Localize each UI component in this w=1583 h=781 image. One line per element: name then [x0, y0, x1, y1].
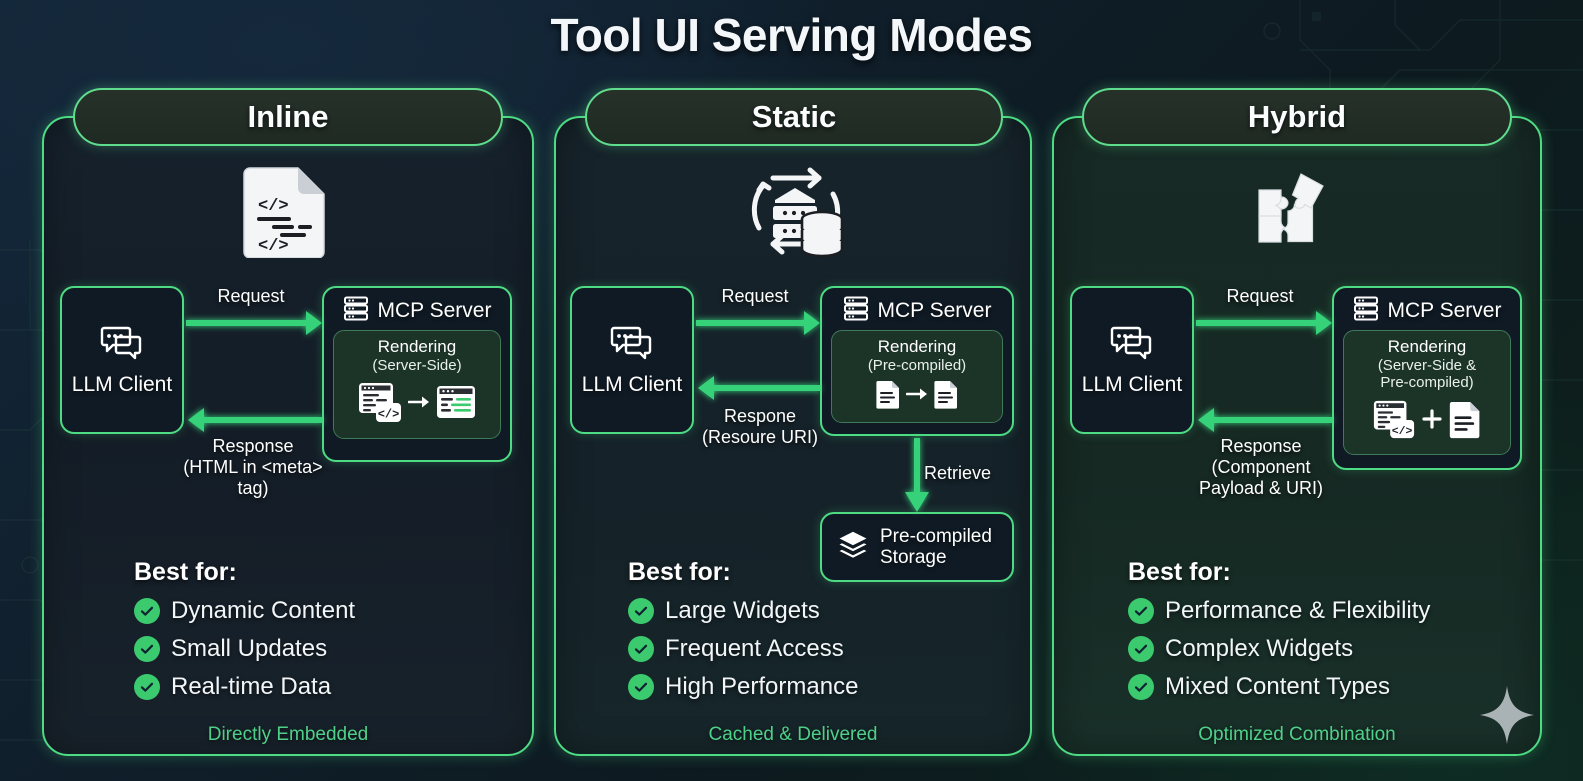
best-for-item-label: Mixed Content Types [1165, 673, 1391, 700]
llm-client-box-inline: LLM Client [60, 286, 184, 434]
llm-client-label-inline: LLM Client [71, 372, 173, 396]
mcp-server-label-static: MCP Server [877, 299, 992, 322]
rendering-subtitle-inline: (Server-Side) [372, 356, 462, 374]
panel-header-label-inline: Inline [247, 99, 329, 134]
best-for-item-label: Performance & Flexibility [1165, 597, 1431, 624]
server-rack-icon [1353, 295, 1379, 327]
list-item: Frequent Access [628, 630, 1028, 668]
document-icon [875, 379, 901, 414]
best-for-title-hybrid: Best for: [1128, 558, 1231, 586]
check-circle-icon [1128, 636, 1154, 662]
page-title: Tool UI Serving Modes [550, 9, 1033, 61]
list-item: Complex Widgets [1128, 630, 1528, 668]
browser-window-code-icon: </> [1372, 397, 1416, 446]
footnote-static: Cached & Delivered [708, 724, 878, 745]
rendering-title-static: Rendering [877, 337, 957, 356]
precompiled-storage-box: Pre-compiled Storage [820, 512, 1014, 582]
svg-text:</>: </> [258, 237, 289, 256]
document-icon [933, 379, 959, 414]
best-for-item-label: High Performance [665, 673, 859, 700]
document-icon [1448, 399, 1482, 444]
svg-text:</>: </> [258, 197, 289, 216]
server-database-sync-icon [740, 158, 850, 262]
arrow-label-response-hybrid: Response (Component Payload & URI) [1198, 436, 1324, 499]
precompiled-storage-label: Pre-compiled Storage [880, 525, 992, 568]
best-for-item-label: Large Widgets [665, 597, 820, 624]
code-document-icon: </> </> [232, 158, 342, 262]
best-for-item-label: Frequent Access [665, 635, 844, 662]
best-for-title-inline: Best for: [134, 558, 237, 586]
server-rack-icon [843, 295, 869, 327]
mcp-server-label-hybrid: MCP Server [1387, 299, 1502, 322]
panel-header-inline[interactable]: Inline [73, 88, 503, 146]
arrow-label-response-inline: Response (HTML in <meta> tag) [183, 436, 323, 499]
check-circle-icon [1128, 598, 1154, 624]
arrow-label-retrieve-static: Retrieve [924, 463, 992, 483]
rendering-title-inline: Rendering [377, 337, 457, 356]
browser-window-icon [435, 384, 477, 425]
list-item: Real-time Data [134, 668, 534, 706]
list-item: Mixed Content Types [1128, 668, 1528, 706]
list-item: Small Updates [134, 630, 534, 668]
best-for-inline: Best for: Dynamic Content Small Updates … [134, 558, 534, 706]
puzzle-pieces-icon [1234, 158, 1344, 262]
chat-bubbles-icon [100, 324, 144, 367]
mcp-server-label-inline: MCP Server [377, 299, 492, 322]
plus-icon [1421, 408, 1443, 435]
check-circle-icon [628, 598, 654, 624]
best-for-title-static: Best for: [628, 558, 731, 586]
check-circle-icon [628, 674, 654, 700]
svg-text:</>: </> [378, 408, 400, 422]
panel-header-hybrid[interactable]: Hybrid [1082, 88, 1512, 146]
llm-client-box-static: LLM Client [570, 286, 694, 434]
llm-client-label-static: LLM Client [581, 372, 683, 396]
best-for-item-label: Real-time Data [171, 673, 332, 700]
check-circle-icon [134, 598, 160, 624]
list-item: High Performance [628, 668, 1028, 706]
layers-stack-icon [836, 528, 870, 567]
best-for-hybrid: Best for: Performance & Flexibility Comp… [1128, 558, 1528, 706]
rendering-subtitle-hybrid: (Server-Side & Pre-compiled) [1377, 356, 1477, 392]
list-item: Large Widgets [628, 592, 1028, 630]
chat-bubbles-icon [610, 324, 654, 367]
rendering-title-hybrid: Rendering [1387, 337, 1467, 356]
server-rack-icon [343, 295, 369, 327]
mcp-server-box-inline: MCP Server Rendering (Server-Side) [322, 286, 512, 462]
llm-client-box-hybrid: LLM Client [1070, 286, 1194, 434]
best-for-item-label: Small Updates [171, 635, 328, 662]
panel-header-static[interactable]: Static [585, 88, 1003, 146]
check-circle-icon [1128, 674, 1154, 700]
rendering-box-static: Rendering (Pre-compiled) [831, 330, 1003, 424]
arrow-label-request-static: Request [721, 286, 789, 306]
footnote-inline: Directly Embedded [207, 724, 369, 745]
best-for-static: Best for: Large Widgets Frequent Access … [628, 558, 1028, 706]
rendering-box-hybrid: Rendering (Server-Side & Pre-compiled) [1343, 330, 1511, 455]
mcp-server-box-static: MCP Server Rendering (Pre-compiled) [820, 286, 1014, 436]
best-for-item-label: Complex Widgets [1165, 635, 1354, 662]
arrow-label-request-inline: Request [217, 286, 285, 306]
arrow-label-response-static: Respone (Resoure URI) [701, 406, 819, 448]
svg-text:</>: </> [1392, 424, 1413, 437]
check-circle-icon [134, 674, 160, 700]
list-item: Dynamic Content [134, 592, 534, 630]
rendering-subtitle-static: (Pre-compiled) [867, 356, 967, 374]
arrow-right-icon [407, 394, 430, 415]
rendering-box-inline: Rendering (Server-Side) [333, 330, 501, 440]
panel-header-label-static: Static [751, 99, 837, 134]
list-item: Performance & Flexibility [1128, 592, 1528, 630]
browser-window-code-icon: </> [357, 379, 403, 430]
mcp-server-box-hybrid: MCP Server Rendering (Server-Side & Pre-… [1332, 286, 1522, 470]
chat-bubbles-icon [1110, 324, 1154, 367]
arrow-label-request-hybrid: Request [1226, 286, 1294, 306]
check-circle-icon [134, 636, 160, 662]
check-circle-icon [628, 636, 654, 662]
footnote-hybrid: Optimized Combination [1198, 724, 1396, 745]
llm-client-label-hybrid: LLM Client [1081, 372, 1183, 396]
arrow-right-icon [905, 386, 928, 407]
panel-header-label-hybrid: Hybrid [1247, 99, 1347, 134]
sparkle-star-icon [1478, 684, 1536, 751]
best-for-item-label: Dynamic Content [171, 597, 356, 624]
